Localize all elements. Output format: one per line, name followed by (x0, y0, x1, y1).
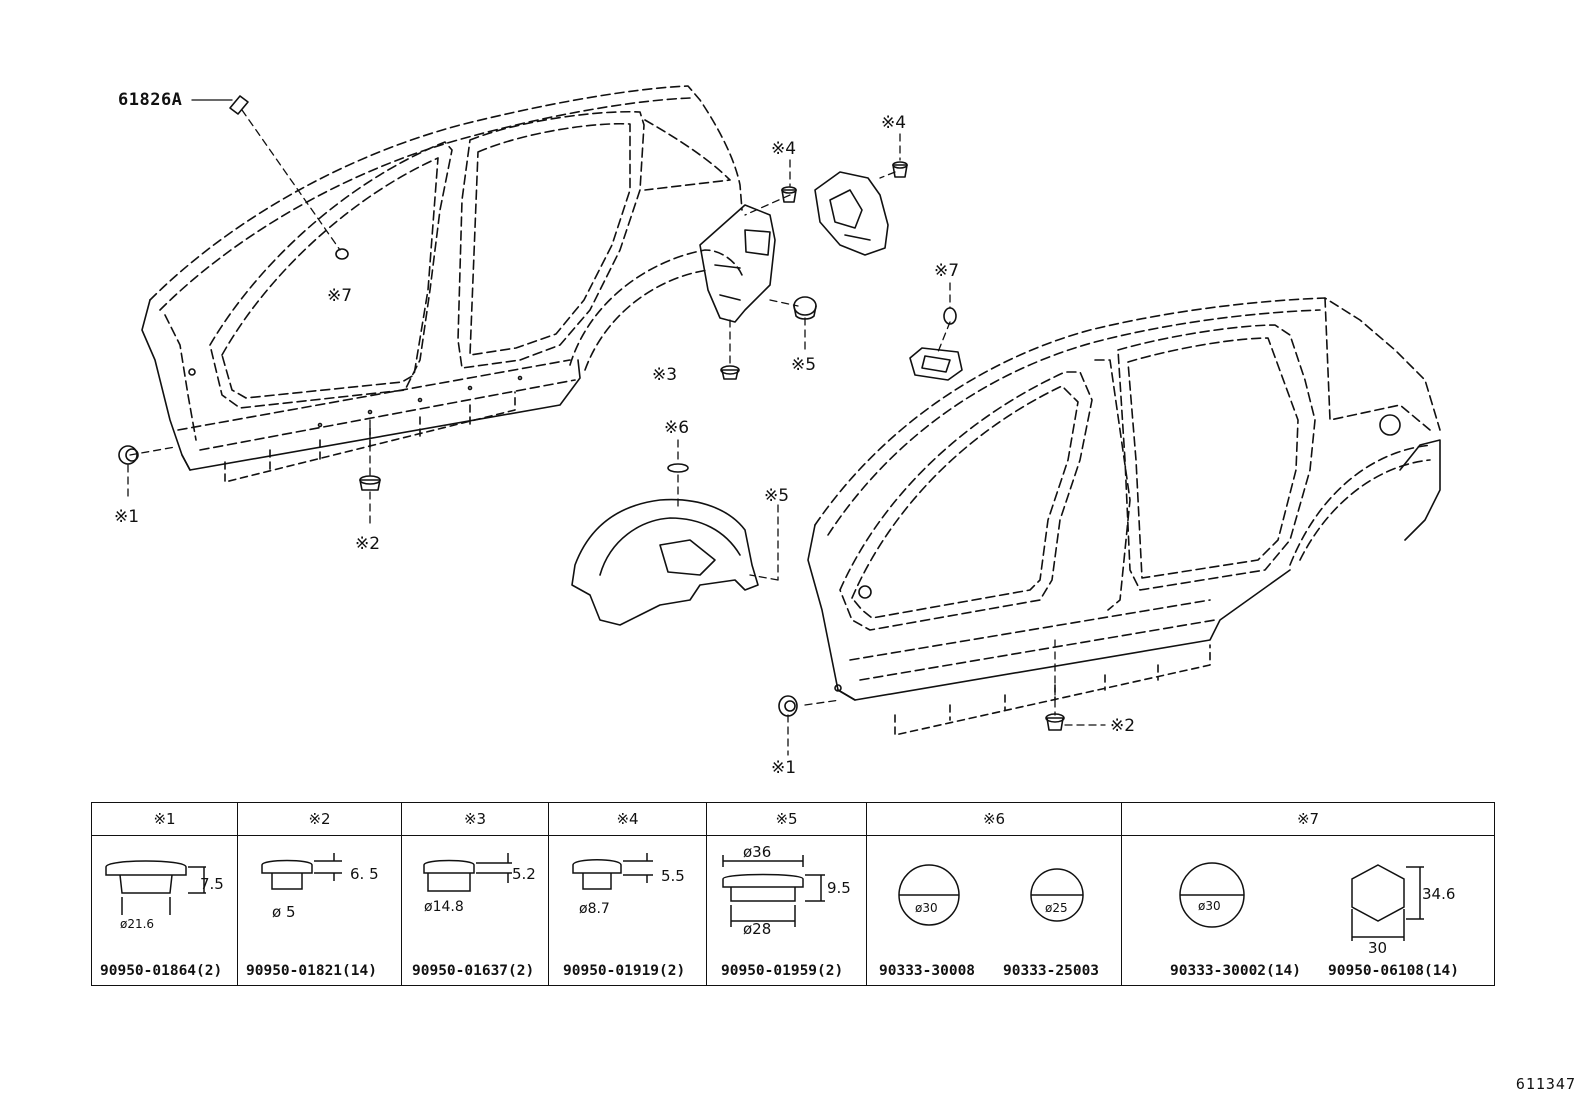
part-number-5: 90950-01959(2) (721, 963, 844, 979)
column-header-mark-7: ※7 (1122, 803, 1494, 836)
dim-dia-4: ø8.7 (579, 901, 610, 917)
callout-leaders (127, 99, 1106, 756)
part-number-1: 90950-01864(2) (100, 963, 223, 979)
plug-6-drawings (898, 864, 1084, 926)
left-body-side-panel (141, 85, 743, 483)
table-column-1: ※1 7.5 ø21.6 90950-01864(2) (92, 803, 238, 985)
callout-mark-7-left: ※7 (327, 286, 353, 306)
table-column-5: ※5 ø36 9.5 ø28 90950-01959(2) (707, 803, 867, 985)
part-tag-61826A (229, 95, 249, 115)
part-number-3: 90950-01637(2) (412, 963, 535, 979)
callout-mark-4-a: ※4 (771, 139, 797, 159)
callout-mark-7-right: ※7 (934, 261, 960, 281)
dim-height-2: 6. 5 (350, 865, 379, 883)
grommet-mark-1-left (118, 445, 139, 465)
plug-mark-7-left (335, 248, 349, 260)
rear-inner-panel (814, 171, 889, 256)
callout-mark-1-left: ※1 (114, 507, 140, 527)
callout-mark-2-left: ※2 (355, 534, 381, 554)
rear-quarter-bracket (699, 204, 776, 323)
plug-mark-7-right (943, 307, 957, 325)
dim-height-4: 5.5 (661, 867, 685, 885)
plug-7-drawings (1179, 862, 1424, 941)
clip-mark-3 (720, 365, 740, 380)
parts-table: ※1 7.5 ø21.6 90950-01864(2) ※2 6. 5 ø (91, 802, 1495, 986)
callout-mark-6: ※6 (664, 418, 690, 438)
right-body-side-panel (807, 297, 1441, 736)
clip-3-drawing (423, 853, 512, 892)
table-column-4: ※4 5.5 ø8.7 90950-01919(2) (549, 803, 707, 985)
plug-mark-5 (793, 296, 817, 320)
callout-mark-2-right: ※2 (1110, 716, 1136, 736)
part-code-label: 61826A (118, 90, 183, 110)
part-number-6a: 90333-30008 (879, 963, 976, 979)
dim-dia-6b: ø25 (1045, 901, 1068, 915)
plug-mark-4-b (892, 161, 908, 178)
dim-height-3: 5.2 (512, 865, 536, 883)
dim-dia-7: ø30 (1198, 899, 1221, 913)
dim-inner-dia-5: ø28 (743, 920, 772, 938)
table-column-3: ※3 5.2 ø14.8 90950-01637(2) (402, 803, 549, 985)
grommet-1-drawing (105, 860, 206, 915)
grommet-mark-1-right (778, 695, 798, 717)
dim-dia-6a: ø30 (915, 901, 938, 915)
part-number-6b: 90333-25003 (1003, 963, 1100, 979)
table-column-2: ※2 6. 5 ø 5 90950-01821(14) (238, 803, 402, 985)
callout-mark-5-lower: ※5 (764, 486, 790, 506)
callout-mark-4-b: ※4 (881, 113, 907, 133)
dim-height-7: 34.6 (1422, 885, 1456, 903)
clip-mark-2-left (359, 475, 381, 491)
column-header-mark-6: ※6 (867, 803, 1121, 836)
plug-5-drawing (722, 855, 825, 927)
dim-height-5: 9.5 (827, 879, 851, 897)
inner-wheel-housing (571, 498, 759, 626)
small-bracket (909, 347, 963, 381)
part-number-7b: 90950-06108(14) (1328, 963, 1459, 979)
column-header-mark-5: ※5 (707, 803, 866, 836)
table-column-6: ※6 ø30 ø25 90333-30008 90333-25003 (867, 803, 1122, 985)
dim-dia-3: ø14.8 (424, 899, 464, 915)
illustration-code: 611347 (1515, 1075, 1576, 1093)
plug-mark-4-a (781, 186, 797, 203)
part-number-4: 90950-01919(2) (563, 963, 686, 979)
dim-dia-2: ø 5 (272, 903, 296, 921)
callout-mark-3: ※3 (652, 365, 678, 385)
plug-4-drawing (572, 853, 653, 890)
dim-outer-dia-5: ø36 (743, 843, 772, 861)
callout-mark-5-upper: ※5 (791, 355, 817, 375)
column-header-mark-3: ※3 (402, 803, 548, 836)
part-number-2: 90950-01821(14) (246, 963, 377, 979)
plug-mark-6 (667, 463, 689, 473)
column-header-mark-1: ※1 (92, 803, 237, 836)
clip-mark-2-right (1045, 713, 1065, 731)
clip-2-drawing (261, 853, 342, 890)
part-number-7a: 90333-30002(14) (1170, 963, 1301, 979)
column-header-mark-2: ※2 (238, 803, 401, 836)
dim-width-7: 30 (1368, 939, 1388, 957)
callout-mark-1-right: ※1 (771, 758, 797, 778)
dim-height-1: 7.5 (200, 875, 224, 893)
column-header-mark-4: ※4 (549, 803, 706, 836)
table-column-7: ※7 ø30 34.6 30 90333-30002(14) 90950-061… (1122, 803, 1494, 985)
dim-dia-1: ø21.6 (120, 917, 155, 931)
